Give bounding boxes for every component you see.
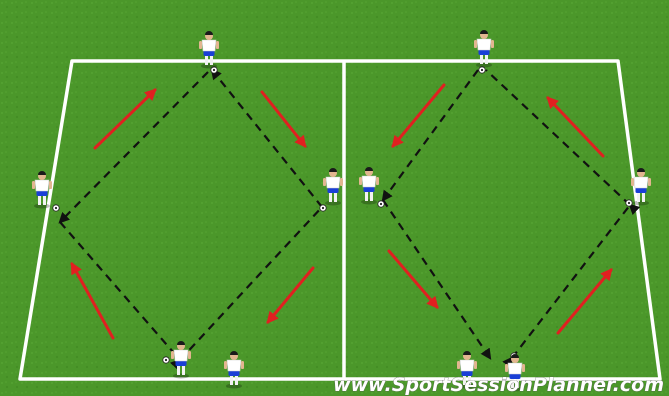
ball-icon xyxy=(53,205,59,211)
ball-icon xyxy=(320,205,326,211)
ball-icon xyxy=(163,357,169,363)
ball-icon xyxy=(378,201,384,207)
watermark-text: www.SportSessionPlanner.com xyxy=(333,374,664,396)
ball-icon xyxy=(479,67,485,73)
ball-icon xyxy=(626,200,632,206)
